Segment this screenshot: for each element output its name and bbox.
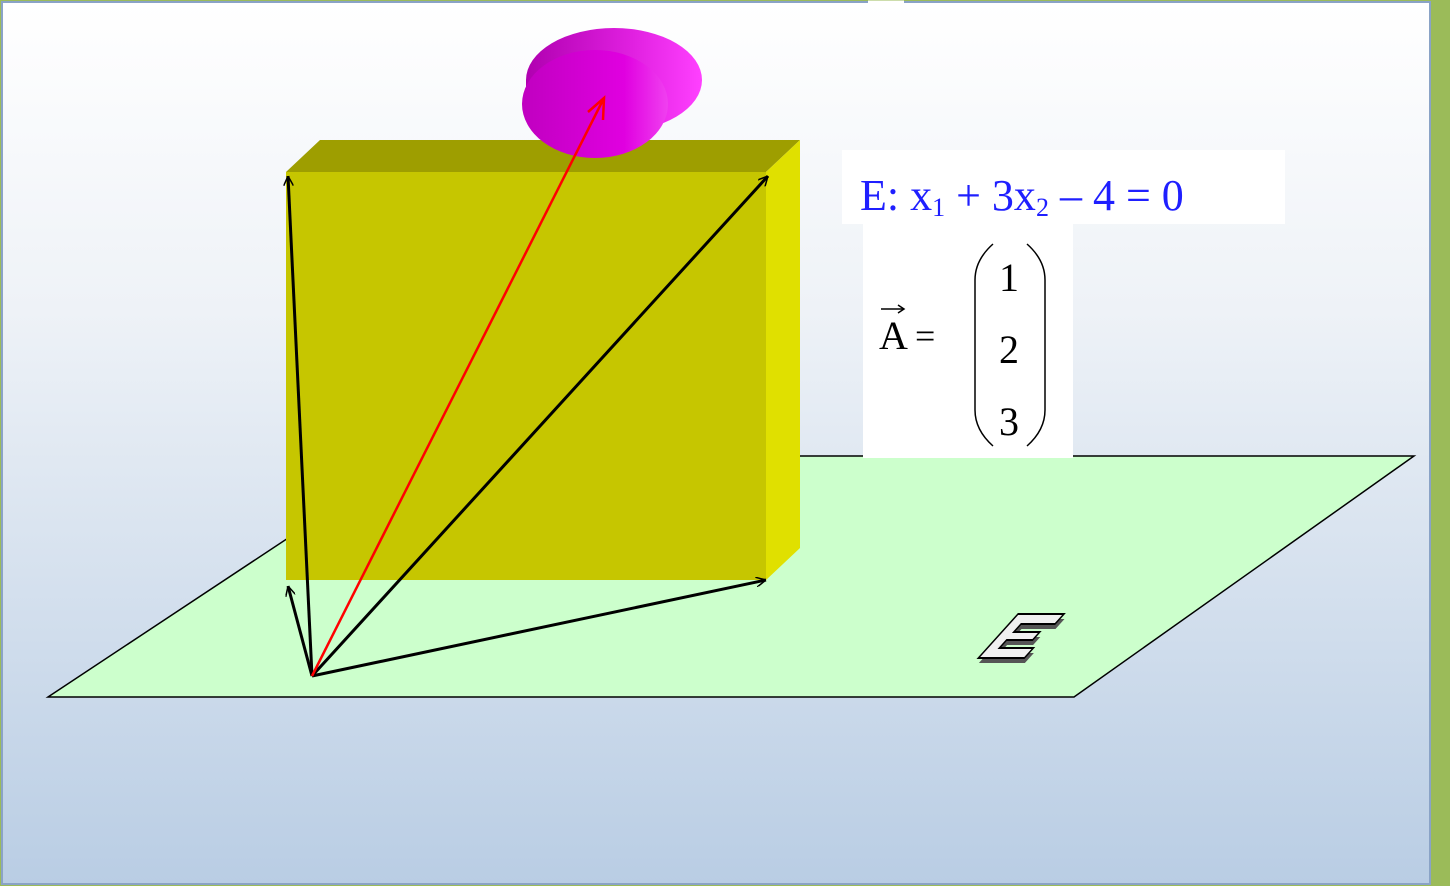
vector-component-1: 1	[999, 255, 1019, 300]
vector-along-plane	[311, 580, 766, 678]
vector-red-arrowhead	[587, 95, 606, 121]
vector-red	[310, 97, 606, 677]
left-paren	[974, 243, 994, 447]
vector-short	[288, 586, 314, 677]
vector-name: A	[879, 313, 908, 358]
box-top-face	[286, 140, 800, 172]
vector-arrow-icon	[881, 304, 906, 314]
vector-up-left	[288, 176, 314, 677]
vector-equals: =	[915, 316, 936, 356]
vector-component-2: 2	[999, 327, 1019, 372]
cylinder	[522, 28, 702, 158]
box-front-face	[286, 172, 766, 580]
right-paren	[1026, 243, 1046, 447]
vector-a-definition: A = 1 2 3	[863, 218, 1073, 458]
plane-equation: E: x1 + 3x2 – 4 = 0	[860, 171, 1184, 223]
vector-component-3: 3	[999, 399, 1019, 444]
box-side-face	[766, 140, 800, 580]
equation-label: E: x1 + 3x2 – 4 = 0	[842, 150, 1285, 224]
plane-label-e	[976, 613, 1066, 663]
vectors	[288, 95, 768, 678]
vector-diagonal	[310, 176, 768, 678]
